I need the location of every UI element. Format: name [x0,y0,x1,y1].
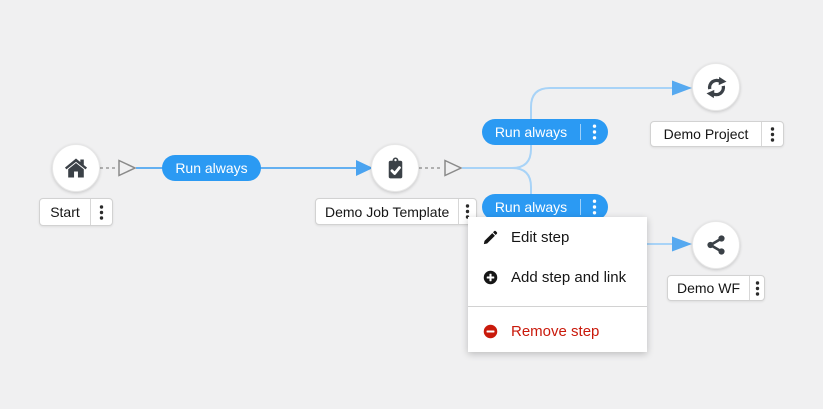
menu-divider [468,306,647,307]
node-label-demo-wf: Demo WF [667,275,765,301]
kebab-icon [465,204,470,219]
link-context-menu: Edit step Add step and link Remove step [468,217,647,352]
link-badge-job-wf-label: Run always [494,199,568,215]
node-label-demo-wf-text: Demo WF [677,280,740,296]
node-demo-wf[interactable] [692,221,740,269]
node-start-kebab-button[interactable] [90,199,112,225]
badge-divider [580,199,581,215]
node-demo-project-kebab-button[interactable] [761,122,783,146]
sync-icon [704,75,729,100]
link-badge-start-job-label: Run always [175,160,248,176]
node-label-demo-project: Demo Project [650,121,784,147]
link-job-wf-arrowhead-icon [672,236,692,252]
start-stub-arrowhead-icon [118,159,137,177]
link-badge-job-project-label: Run always [494,124,568,140]
link-badge-start-job[interactable]: Run always [162,155,261,181]
kebab-icon [592,199,597,215]
node-label-demo-job-template-text: Demo Job Template [325,203,450,220]
link-badge-job-wf[interactable]: Run always [482,194,608,220]
menu-item-add-step-and-link-label: Add step and link [511,268,627,286]
kebab-icon [592,124,597,140]
node-label-demo-job-template: Demo Job Template [315,198,477,225]
job-stub-arrowhead-icon [444,159,463,177]
node-label-start: Start [39,198,113,226]
share-icon [704,233,728,257]
kebab-icon [770,126,775,142]
menu-item-edit-step-label: Edit step [511,228,570,246]
node-start[interactable] [52,144,100,192]
menu-item-remove-step[interactable]: Remove step [468,311,647,351]
clipboard-check-icon [383,156,408,181]
badge-divider [580,124,581,140]
minus-circle-icon [483,324,498,339]
node-label-demo-project-text: Demo Project [663,126,749,142]
plus-circle-icon [483,270,498,285]
kebab-icon [99,204,104,220]
menu-item-remove-step-label: Remove step [511,322,600,340]
link-job-project-kebab-button[interactable] [581,119,608,145]
node-demo-wf-kebab-button[interactable] [749,276,764,300]
link-badge-job-project[interactable]: Run always [482,119,608,145]
node-label-start-text: Start [50,204,80,220]
node-demo-job-template-kebab-button[interactable] [458,199,476,224]
menu-item-edit-step[interactable]: Edit step [468,217,647,257]
link-job-project-arrowhead-icon [672,80,692,96]
home-icon [63,155,89,181]
link-start-job-arrowhead-icon [356,160,373,176]
node-demo-project[interactable] [692,63,740,111]
menu-item-add-step-and-link[interactable]: Add step and link [468,257,647,297]
pencil-icon [483,230,498,245]
node-demo-job-template[interactable] [371,144,419,192]
kebab-icon [755,280,760,296]
link-job-wf-kebab-button[interactable] [581,194,608,220]
